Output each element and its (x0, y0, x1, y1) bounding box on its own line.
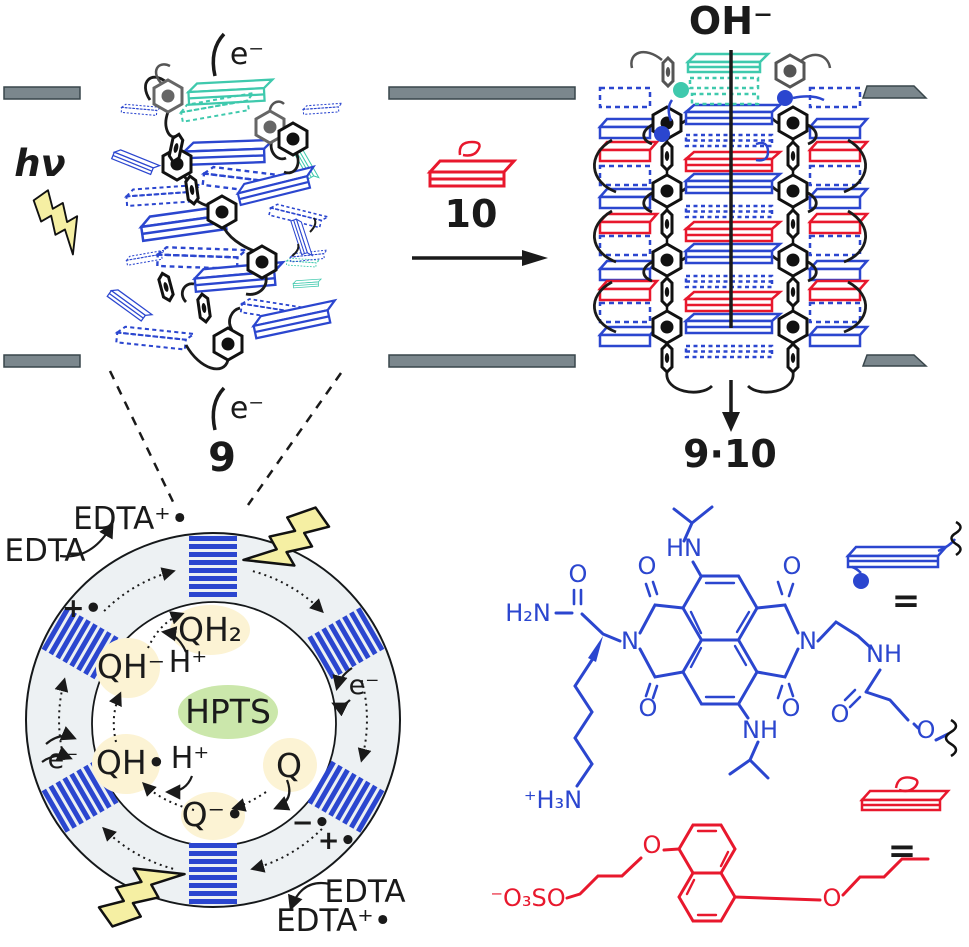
membrane-bars (3, 85, 928, 368)
membrane-bar (388, 354, 576, 368)
electron-left-label: e⁻ (48, 744, 79, 775)
atom-n-left: N (621, 627, 639, 655)
red-legend-icon: = (859, 776, 951, 871)
atom-o-ether: O (917, 716, 936, 744)
membrane-bar (861, 354, 928, 367)
h-plus-lower-label: H⁺ (171, 741, 209, 776)
complex-910-label: 9·10 (683, 432, 777, 476)
quinone-cycle-arrows (41, 611, 353, 812)
atom-nh-bottom: NH (742, 716, 778, 744)
atom-o-right: O (823, 884, 842, 912)
membrane-bar (3, 86, 81, 100)
cation-dot (853, 573, 869, 589)
electron-top-label: e⁻ (230, 37, 264, 72)
compound-9-label: 9 (208, 435, 236, 481)
atom-o-bottom-left: O (639, 694, 658, 722)
electron-right-label: e⁻ (349, 670, 380, 701)
aggregate-chains (144, 75, 317, 371)
attachment-squiggle (944, 718, 958, 758)
membrane-bar (861, 85, 928, 99)
blue-legend-icon: = (845, 520, 962, 621)
atom-h3n: ⁺H₃N (524, 786, 582, 814)
reagent-10-icon (426, 140, 518, 188)
atom-n-right: N (799, 627, 817, 655)
membrane-bar (388, 86, 576, 100)
reaction-arrow (412, 250, 548, 266)
hpts-glow (178, 685, 278, 739)
aggregate-9 (106, 63, 344, 371)
blue-legend-equals: = (892, 581, 921, 621)
stereo-wedge-bond (588, 636, 603, 662)
atom-hn-top: HN (666, 534, 702, 562)
atom-h2n: H₂N (505, 599, 551, 627)
edta-top-label: EDTA (4, 533, 85, 569)
red-legend-equals: = (888, 831, 917, 871)
reagent-10-label: 10 (445, 192, 498, 236)
atom-o-top-left: O (638, 552, 657, 580)
vesicle-diagram: QH₂ QH⁻ H⁺ HPTS QH• H⁺ Q Q⁻• +• e⁻ e⁻ −•… (4, 496, 406, 939)
hydroxide-label: OH⁻ (689, 0, 773, 43)
sulfate-group: ⁻O₃SO (490, 884, 565, 912)
atom-o-chain-amide: O (831, 700, 850, 728)
edta-oxidation-arrow-top (59, 522, 114, 558)
qh-minus-label: QH⁻ (97, 647, 165, 686)
qh-radical-label: QH• (96, 743, 166, 782)
h-plus-upper-label: H⁺ (169, 645, 207, 680)
hv-label: hν (14, 142, 66, 185)
species-glows (92, 605, 317, 840)
atom-o-amide: O (569, 560, 588, 588)
red-guest-structure: O O ⁻O₃SO (490, 823, 930, 923)
hpts-label: HPTS (185, 692, 271, 731)
stack-down-arrow (722, 380, 740, 432)
funnel-dashed-lines (108, 370, 343, 509)
membrane-bar (3, 354, 81, 368)
lightning-bolt (25, 185, 96, 256)
electron-bottom-label: e⁻ (230, 391, 264, 426)
electron-arc-top (211, 32, 226, 77)
edta-radical-top-label: EDTA⁺• (73, 501, 189, 537)
electron-arc-bottom (211, 386, 226, 431)
radical-topleft-label: +• (62, 593, 102, 624)
atom-o-left: O (643, 831, 662, 859)
stack-hexagon-chains (651, 105, 809, 374)
atom-nh-chain: NH (866, 640, 902, 668)
minus-radical-label: −• (292, 808, 330, 838)
atom-o-bottom-right: O (782, 694, 801, 722)
atom-o-top-right: O (783, 552, 802, 580)
stack-9-10 (593, 50, 870, 394)
q-radical-label: Q⁻• (182, 795, 245, 834)
blue-monomer-structure: HN O O O O N N H₂N O NH ⁺H₃N NH O O (505, 505, 958, 814)
edta-oxidation-arrow-bottom (288, 881, 331, 911)
plus-radical-label: +• (318, 826, 356, 856)
edta-radical-bottom-label: EDTA⁺• (276, 903, 392, 939)
stack-teal-cap (630, 50, 832, 162)
attachment-squiggle (950, 520, 962, 557)
qh2-label: QH₂ (178, 610, 242, 649)
q-label: Q (276, 746, 302, 785)
edta-bottom-label: EDTA (324, 874, 405, 910)
